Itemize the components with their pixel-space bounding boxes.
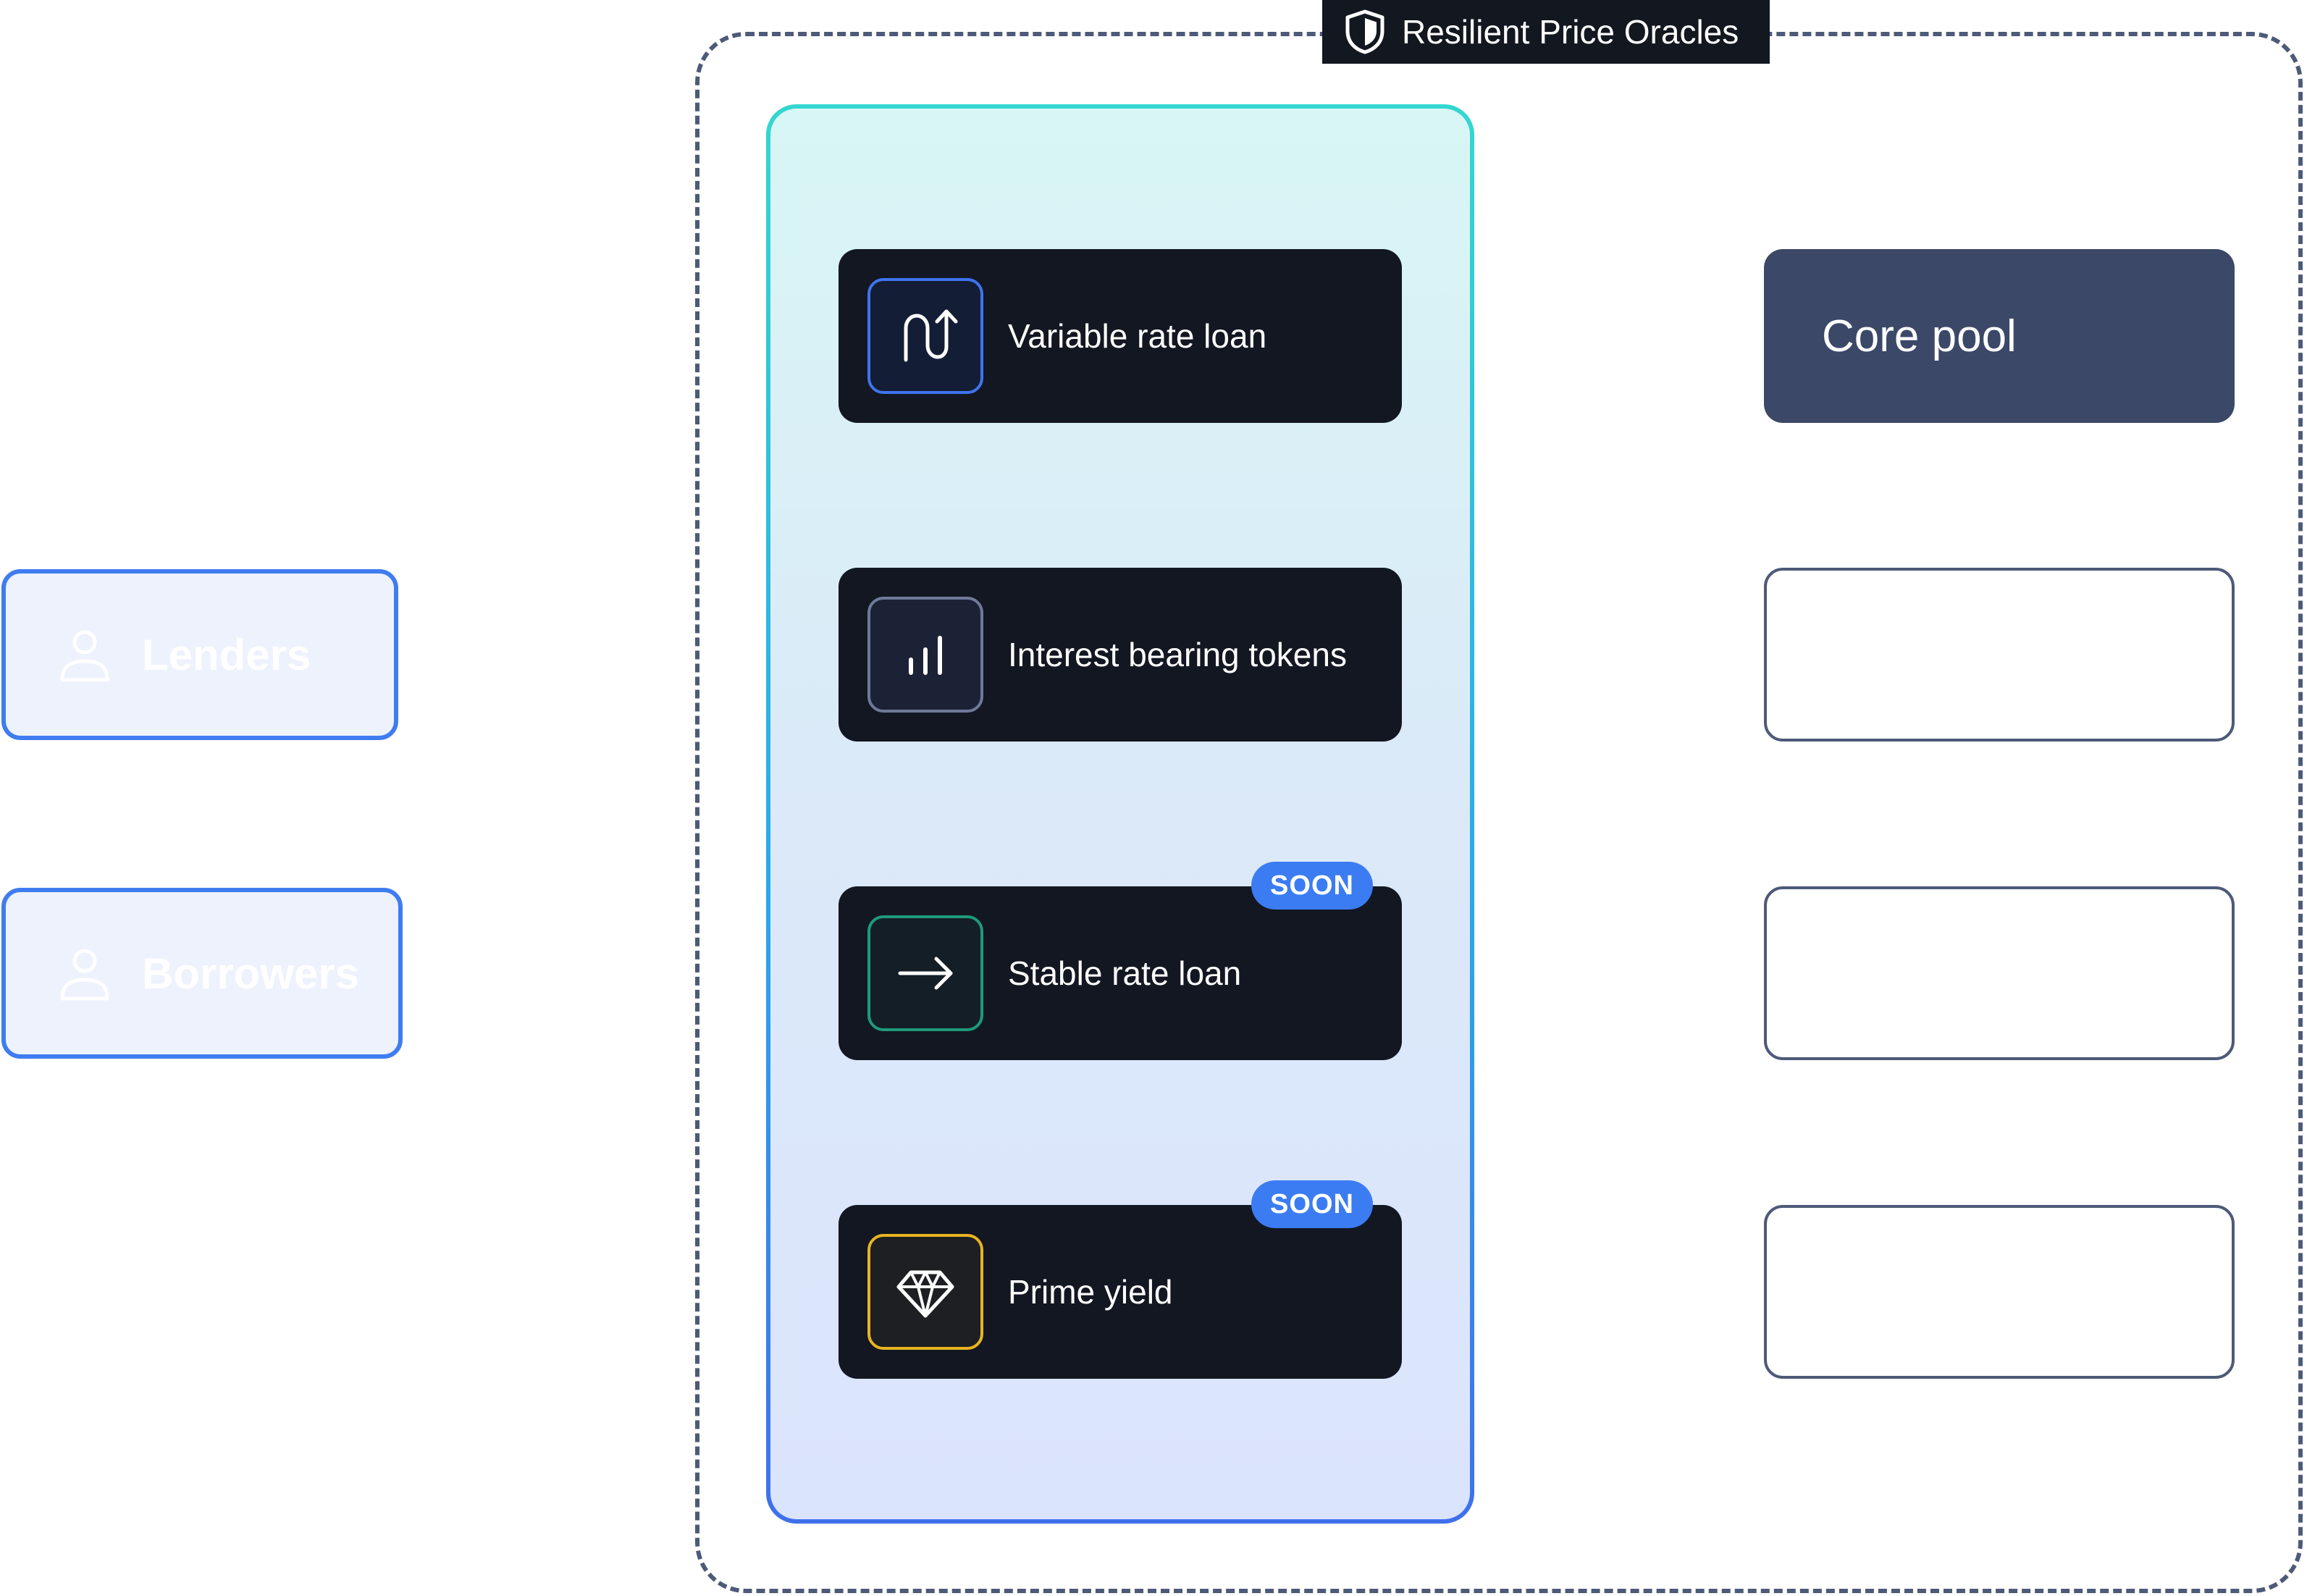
arrow-right-icon [898, 957, 953, 990]
bar-chart-icon [909, 636, 942, 675]
actor-label: Borrowers [142, 949, 360, 998]
actor-lenders[interactable]: Lenders [1, 569, 398, 740]
product-label: Prime yield [1008, 1273, 1173, 1311]
pool-empty[interactable] [1764, 886, 2235, 1060]
user-icon [60, 630, 109, 682]
product-label: Variable rate loan [1008, 317, 1267, 355]
user-icon [60, 949, 109, 1001]
oracle-label-text: Resilient Price Oracles [1402, 13, 1739, 51]
product-card-stable-rate-loan[interactable]: Stable rate loan [839, 886, 1402, 1060]
product-label: Interest bearing tokens [1008, 636, 1347, 673]
actor-label: Lenders [142, 630, 311, 679]
product-card-prime-yield[interactable]: Prime yield [839, 1205, 1402, 1379]
product-icon-box [867, 1234, 983, 1350]
product-icon-box [867, 915, 983, 1031]
u-turn-arrow-icon [904, 309, 958, 362]
pool-label: Core pool [1822, 311, 2017, 361]
product-card-variable-rate-loan[interactable]: Variable rate loan [839, 249, 1402, 423]
shield-icon [1345, 9, 1384, 54]
product-icon-box [867, 278, 983, 394]
oracle-label: Resilient Price Oracles [1322, 0, 1770, 64]
pool-empty[interactable] [1764, 1205, 2235, 1379]
diamond-icon [896, 1270, 954, 1318]
pool-empty[interactable] [1764, 568, 2235, 742]
actor-borrowers[interactable]: Borrowers [1, 888, 403, 1059]
pool-core[interactable]: Core pool [1764, 249, 2235, 423]
soon-badge: SOON [1251, 862, 1373, 910]
soon-badge: SOON [1251, 1180, 1373, 1228]
product-label: Stable rate loan [1008, 954, 1242, 992]
product-icon-box [867, 597, 983, 713]
product-card-interest-bearing-tokens[interactable]: Interest bearing tokens [839, 568, 1402, 742]
